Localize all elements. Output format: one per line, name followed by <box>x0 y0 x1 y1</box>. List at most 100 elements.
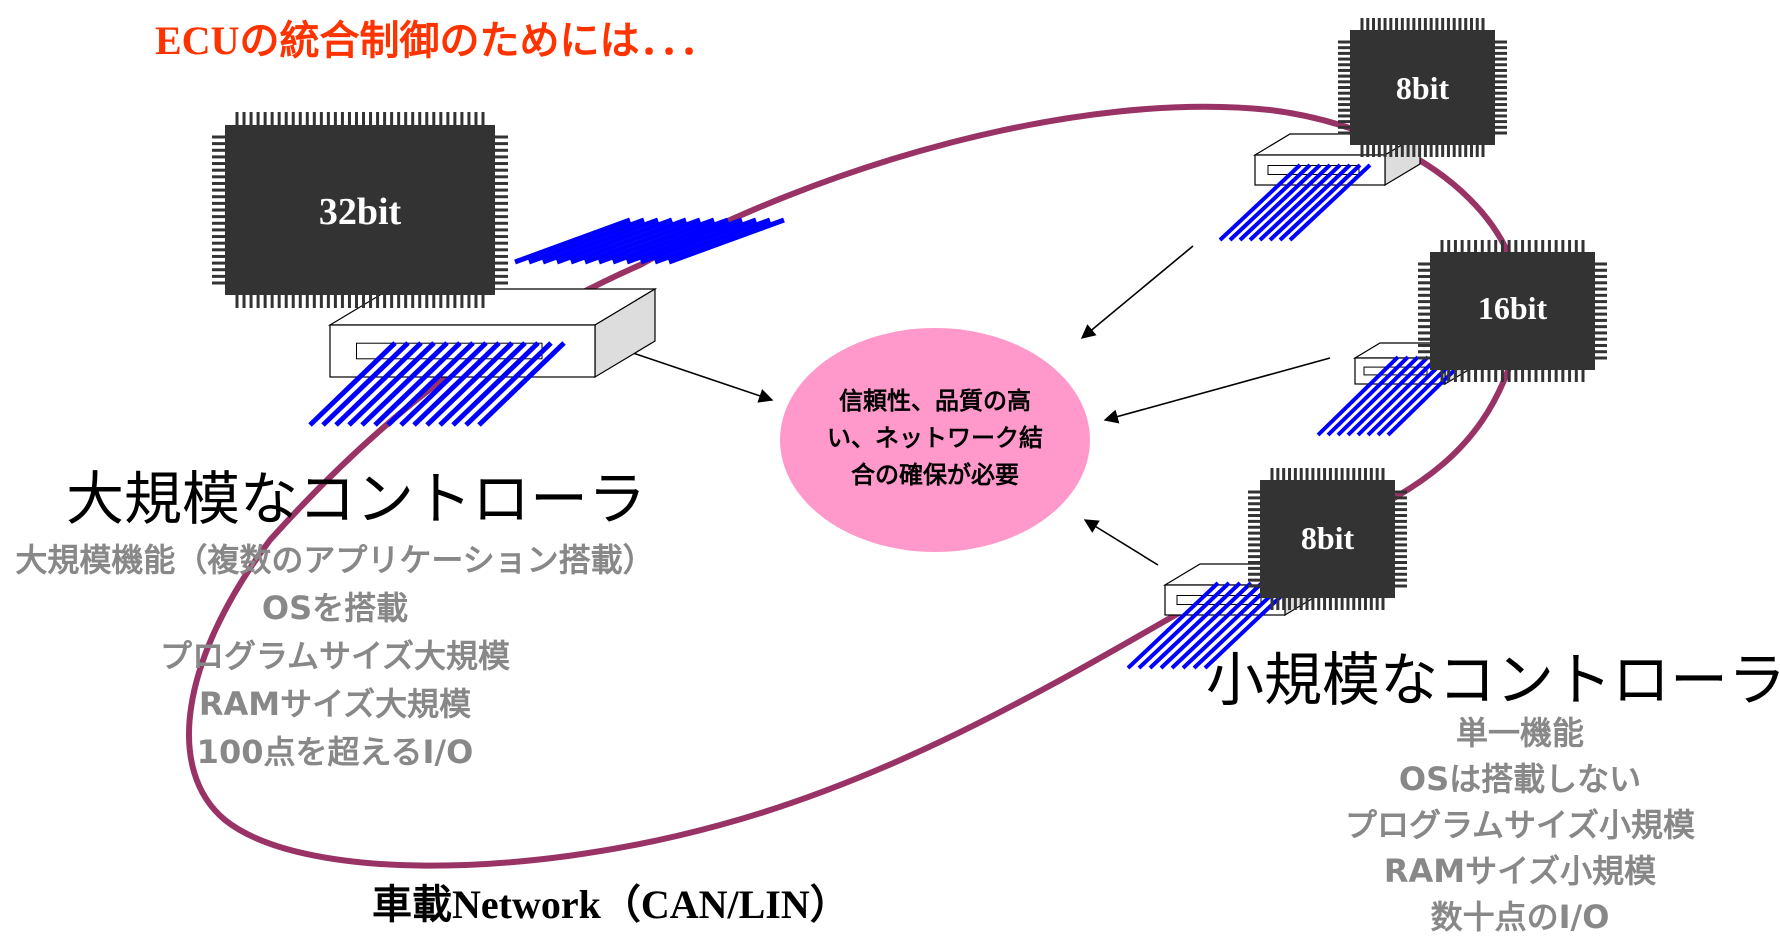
chip-8bit-top-pin <box>1452 145 1456 157</box>
chip-16bit-pin <box>1514 370 1518 382</box>
chip-8bit-bottom-pin <box>1248 525 1260 529</box>
network-ring <box>186 103 1524 869</box>
chip-8bit-bottom-pin <box>1288 598 1292 610</box>
large-controller-heading: 大規模なコントローラ <box>66 465 647 533</box>
chip-32bit-pin <box>291 112 295 125</box>
chip-32bit-pin <box>347 112 351 125</box>
chip-16bit-lead <box>1356 355 1440 437</box>
chip-16bit-pin <box>1595 343 1607 347</box>
chip-16bit-pin <box>1507 240 1511 252</box>
chip-16bit-pin <box>1418 318 1430 322</box>
chip-32bit-pin <box>390 112 394 125</box>
chip-8bit-top-pin <box>1338 40 1350 44</box>
chip-8bit-bottom-pin <box>1352 468 1356 480</box>
chip-16bit-pin <box>1418 275 1430 279</box>
chip-32bit-pin <box>212 181 225 185</box>
chip-32bit-pin <box>446 112 450 125</box>
chip-16bit-lead <box>1336 355 1420 437</box>
chip-16bit-pin <box>1500 240 1504 252</box>
chip-16bit-pin <box>1447 240 1451 252</box>
chip-8bit-bottom-pin <box>1282 468 1286 480</box>
chip-8bit-top-pin <box>1495 68 1507 72</box>
chip-label-32bit: 32bit <box>318 191 402 233</box>
chip-32bit-pin <box>212 254 225 258</box>
chip-32bit-pin <box>312 112 316 125</box>
chip-32bit-pin <box>474 112 478 125</box>
chip-16bit-pin <box>1595 268 1607 272</box>
chip-8bit-top-pin <box>1475 18 1479 30</box>
chip-body-8bit-bottom <box>1260 480 1395 598</box>
chip-32bit-pin <box>242 295 246 308</box>
chip-32bit-pin <box>319 112 323 125</box>
chip-8bit-bottom-pin <box>1395 549 1407 553</box>
chip-32bit-pin <box>495 248 508 252</box>
chip-32bit-pin <box>212 201 225 205</box>
chip-8bit-bottom-pin <box>1305 598 1309 610</box>
chip-16bit-pin <box>1534 240 1538 252</box>
chip-8bit-top-pin <box>1338 108 1350 112</box>
chip-32bit-pin <box>369 112 373 125</box>
chip-16bit-pin <box>1574 240 1578 252</box>
chip-8bit-top-pin <box>1383 145 1387 157</box>
chip-8bit-top-pin <box>1338 91 1350 95</box>
chip-32bit-pin <box>270 112 274 125</box>
chip-8bit-top-pin <box>1360 18 1364 30</box>
chip-32bit-pin <box>212 274 225 278</box>
chip-16bit-pin <box>1418 350 1430 354</box>
chip-16bit-pin <box>1440 240 1444 252</box>
chip-32bit-pin <box>495 228 508 232</box>
chip-8bit-top-pin <box>1429 18 1433 30</box>
chip-32bit-pin <box>481 112 485 125</box>
chip-32bit-pin <box>432 295 436 308</box>
chip-32bit-pin <box>212 135 225 139</box>
chip-8bit-top-pin <box>1495 86 1507 89</box>
chip-8bit-top-pin <box>1338 114 1350 118</box>
chip-8bit-top-pin <box>1495 120 1507 124</box>
chip-16bit-pin <box>1574 370 1578 382</box>
chip-8bit-top-pin <box>1338 120 1350 124</box>
chip-8bit-bottom-pin <box>1395 566 1407 570</box>
chip-8bit-top-pin <box>1338 97 1350 101</box>
chip-8bit-bottom-pin <box>1395 578 1407 582</box>
chip-16bit-pin <box>1527 370 1531 382</box>
chip-8bit-top-pin <box>1338 80 1350 84</box>
chip-32bit-pin <box>333 112 337 125</box>
chip-8bit-top-pin <box>1423 18 1427 30</box>
center-bubble-text: 信頼性、品質の高 い、ネットワーク結 合の確保が必要 <box>795 383 1075 494</box>
chip-8bit-top-pin <box>1338 51 1350 55</box>
chip-32bit-pin <box>460 295 464 308</box>
chip-8bit-bottom-pin <box>1248 508 1260 512</box>
chip-16bit-pin <box>1547 370 1551 382</box>
large-chip-right-lead <box>640 217 757 265</box>
chip-32bit-pin <box>397 295 401 308</box>
chip-32bit-pin <box>256 112 260 125</box>
chip-16bit-pin <box>1514 240 1518 252</box>
chip-8bit-bottom-pin <box>1299 598 1303 610</box>
chip-32bit-pin <box>284 112 288 125</box>
chip-32bit-pin <box>495 148 508 152</box>
chip-8bit-top-pin <box>1389 18 1393 30</box>
chip-8bit-top-pin <box>1446 18 1450 30</box>
chip-8bit-top-pin <box>1389 145 1393 157</box>
chip-16bit-pin <box>1418 356 1430 360</box>
feature-item: OSを搭載 <box>261 589 409 627</box>
chip-32bit-pin <box>460 112 464 125</box>
chip-16bit-pin <box>1561 240 1565 252</box>
page-title: ECUの統合制御のためには．．． <box>155 18 720 63</box>
large-chip-right-lead <box>668 217 785 265</box>
chip-8bit-top-pin <box>1495 40 1507 44</box>
chip-32bit-pin <box>411 295 415 308</box>
chip-16bit-pin <box>1554 240 1558 252</box>
chip-8bit-bottom-lead <box>1181 581 1275 670</box>
chip-16bit-pin <box>1534 370 1538 382</box>
chip-8bit-bottom-pin <box>1334 598 1338 610</box>
chip-16bit-pin <box>1467 240 1471 252</box>
chip-8bit-top-pin <box>1435 18 1439 30</box>
chip-8bit-top-pin <box>1360 145 1364 157</box>
chip-16bit-lead <box>1326 355 1410 437</box>
chip-8bit-top-pin <box>1495 114 1507 118</box>
chip-body-8bit-top <box>1350 30 1495 145</box>
chip-32bit-pin <box>439 112 443 125</box>
chip-32bit-pin <box>212 241 225 245</box>
chip-32bit-pin <box>256 295 260 308</box>
